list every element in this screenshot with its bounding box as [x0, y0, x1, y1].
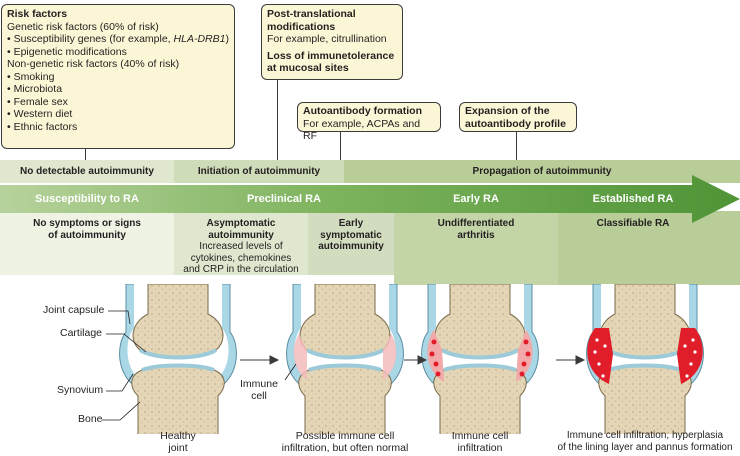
expansion-title-2: autoantibody profile	[465, 117, 566, 130]
autoantibody-box: Autoantibody formation For example, ACPA…	[297, 102, 441, 142]
ptm-sub: For example, citrullination	[267, 33, 387, 45]
phase-none-label: No detectable autoimmunity	[20, 166, 154, 177]
desc-undifferentiated: Undifferentiated arthritis	[437, 218, 515, 241]
ptm-title-1: Post-translational	[267, 8, 356, 20]
joint-illustrations	[102, 284, 706, 434]
synovium-label: Synovium	[57, 384, 104, 396]
desc-susceptibility: No symptoms or signs of autoimmunity	[33, 218, 141, 241]
risk-ethnic-line: • Ethnic factors	[7, 120, 78, 133]
desc-band-4	[394, 211, 558, 285]
ptm-box: Post-translational modifications For exa…	[261, 4, 403, 80]
caption-healthy: Healthy joint	[160, 430, 196, 454]
joint-capsule-label: Joint capsule	[43, 304, 105, 316]
synovium-pointer	[106, 373, 134, 392]
stage-early: Early RA	[453, 193, 499, 205]
capsule-pointer	[108, 310, 131, 325]
stage-preclinical: Preclinical RA	[247, 193, 321, 205]
arrow-3	[575, 355, 586, 365]
risk-female-line: • Female sex	[7, 95, 68, 108]
risk-smoking-line: • Smoking	[7, 70, 55, 83]
desc-early-symptomatic: Early symptomatic autoimmunity	[318, 218, 384, 252]
expansion-title-1: Expansion of the	[465, 105, 550, 117]
autoantibody-sub: For example, ACPAs and RF	[303, 117, 421, 143]
arrow-1	[269, 355, 280, 365]
ptm-title-3: Loss of immunetolerance	[267, 49, 395, 62]
risk-microbiota-line: • Microbiota	[7, 83, 63, 95]
progression-arrow	[0, 175, 740, 223]
phase-initiation-label: Initiation of autoimmunity	[197, 166, 321, 177]
autoantibody-title: Autoantibody formation	[303, 105, 422, 117]
caption-preclinical: Possible immune cell infiltration, but o…	[281, 430, 409, 454]
caption-established: Immune cell infiltration, hyperplasia of…	[557, 430, 733, 453]
cartilage-pointer	[106, 333, 147, 353]
risk-epigenetic-line: • Epigenetic modifications	[7, 45, 127, 58]
gene-name: HLA-DRB1	[173, 33, 226, 45]
autoantibody-connector	[340, 132, 341, 160]
preclinical-joint	[284, 284, 406, 434]
expansion-connector	[516, 132, 517, 160]
desc-band-1	[0, 211, 174, 275]
arrow-2	[417, 355, 428, 365]
risk-genetic-line: Genetic risk factors (60% of risk)	[7, 20, 159, 33]
risk-nongenetic-line: Non-genetic risk factors (40% of risk)	[7, 58, 180, 70]
desc-band-2	[174, 211, 308, 275]
risk-diet-line: • Western diet	[7, 108, 73, 120]
bone-label: Bone	[78, 413, 103, 425]
early-joint	[419, 284, 541, 434]
expansion-box: Expansion of the autoantibody profile	[459, 102, 577, 132]
risk-susceptibility-line: • Susceptibility genes (for example, HLA…	[7, 33, 229, 45]
stage-established: Established RA	[592, 193, 674, 205]
ptm-title-2: modifications	[267, 20, 336, 33]
cartilage-label: Cartilage	[60, 327, 103, 339]
established-joint	[584, 284, 706, 434]
ptm-connector	[277, 80, 278, 160]
desc-asymptomatic: Asymptomatic autoimmunity Increased leve…	[183, 218, 299, 275]
phase-band-propagation	[344, 160, 740, 183]
desc-classifiable: Classifiable RA	[596, 218, 670, 229]
risk-connector	[85, 149, 86, 160]
healthy-joint	[117, 284, 239, 434]
phase-band-initiation	[174, 160, 344, 183]
desc-band-5	[558, 211, 740, 285]
immune-cell-label: Immune cell	[240, 378, 278, 402]
ptm-title-4: at mucosal sites	[267, 62, 349, 74]
immune-cell-pointer	[284, 363, 297, 381]
risk-factors-box: Risk factors Genetic risk factors (60% o…	[1, 4, 235, 149]
stage-susceptibility: Susceptibility to RA	[35, 193, 139, 205]
risk-factors-title: Risk factors	[7, 8, 68, 20]
caption-early: Immune cell infiltration	[451, 430, 509, 454]
desc-band-3	[308, 211, 394, 275]
bone-pointer	[102, 401, 141, 421]
progression-arrow-graphic	[0, 175, 740, 285]
phase-band-none	[0, 160, 174, 183]
phase-propagation-label: Propagation of autoimmunity	[472, 166, 612, 177]
